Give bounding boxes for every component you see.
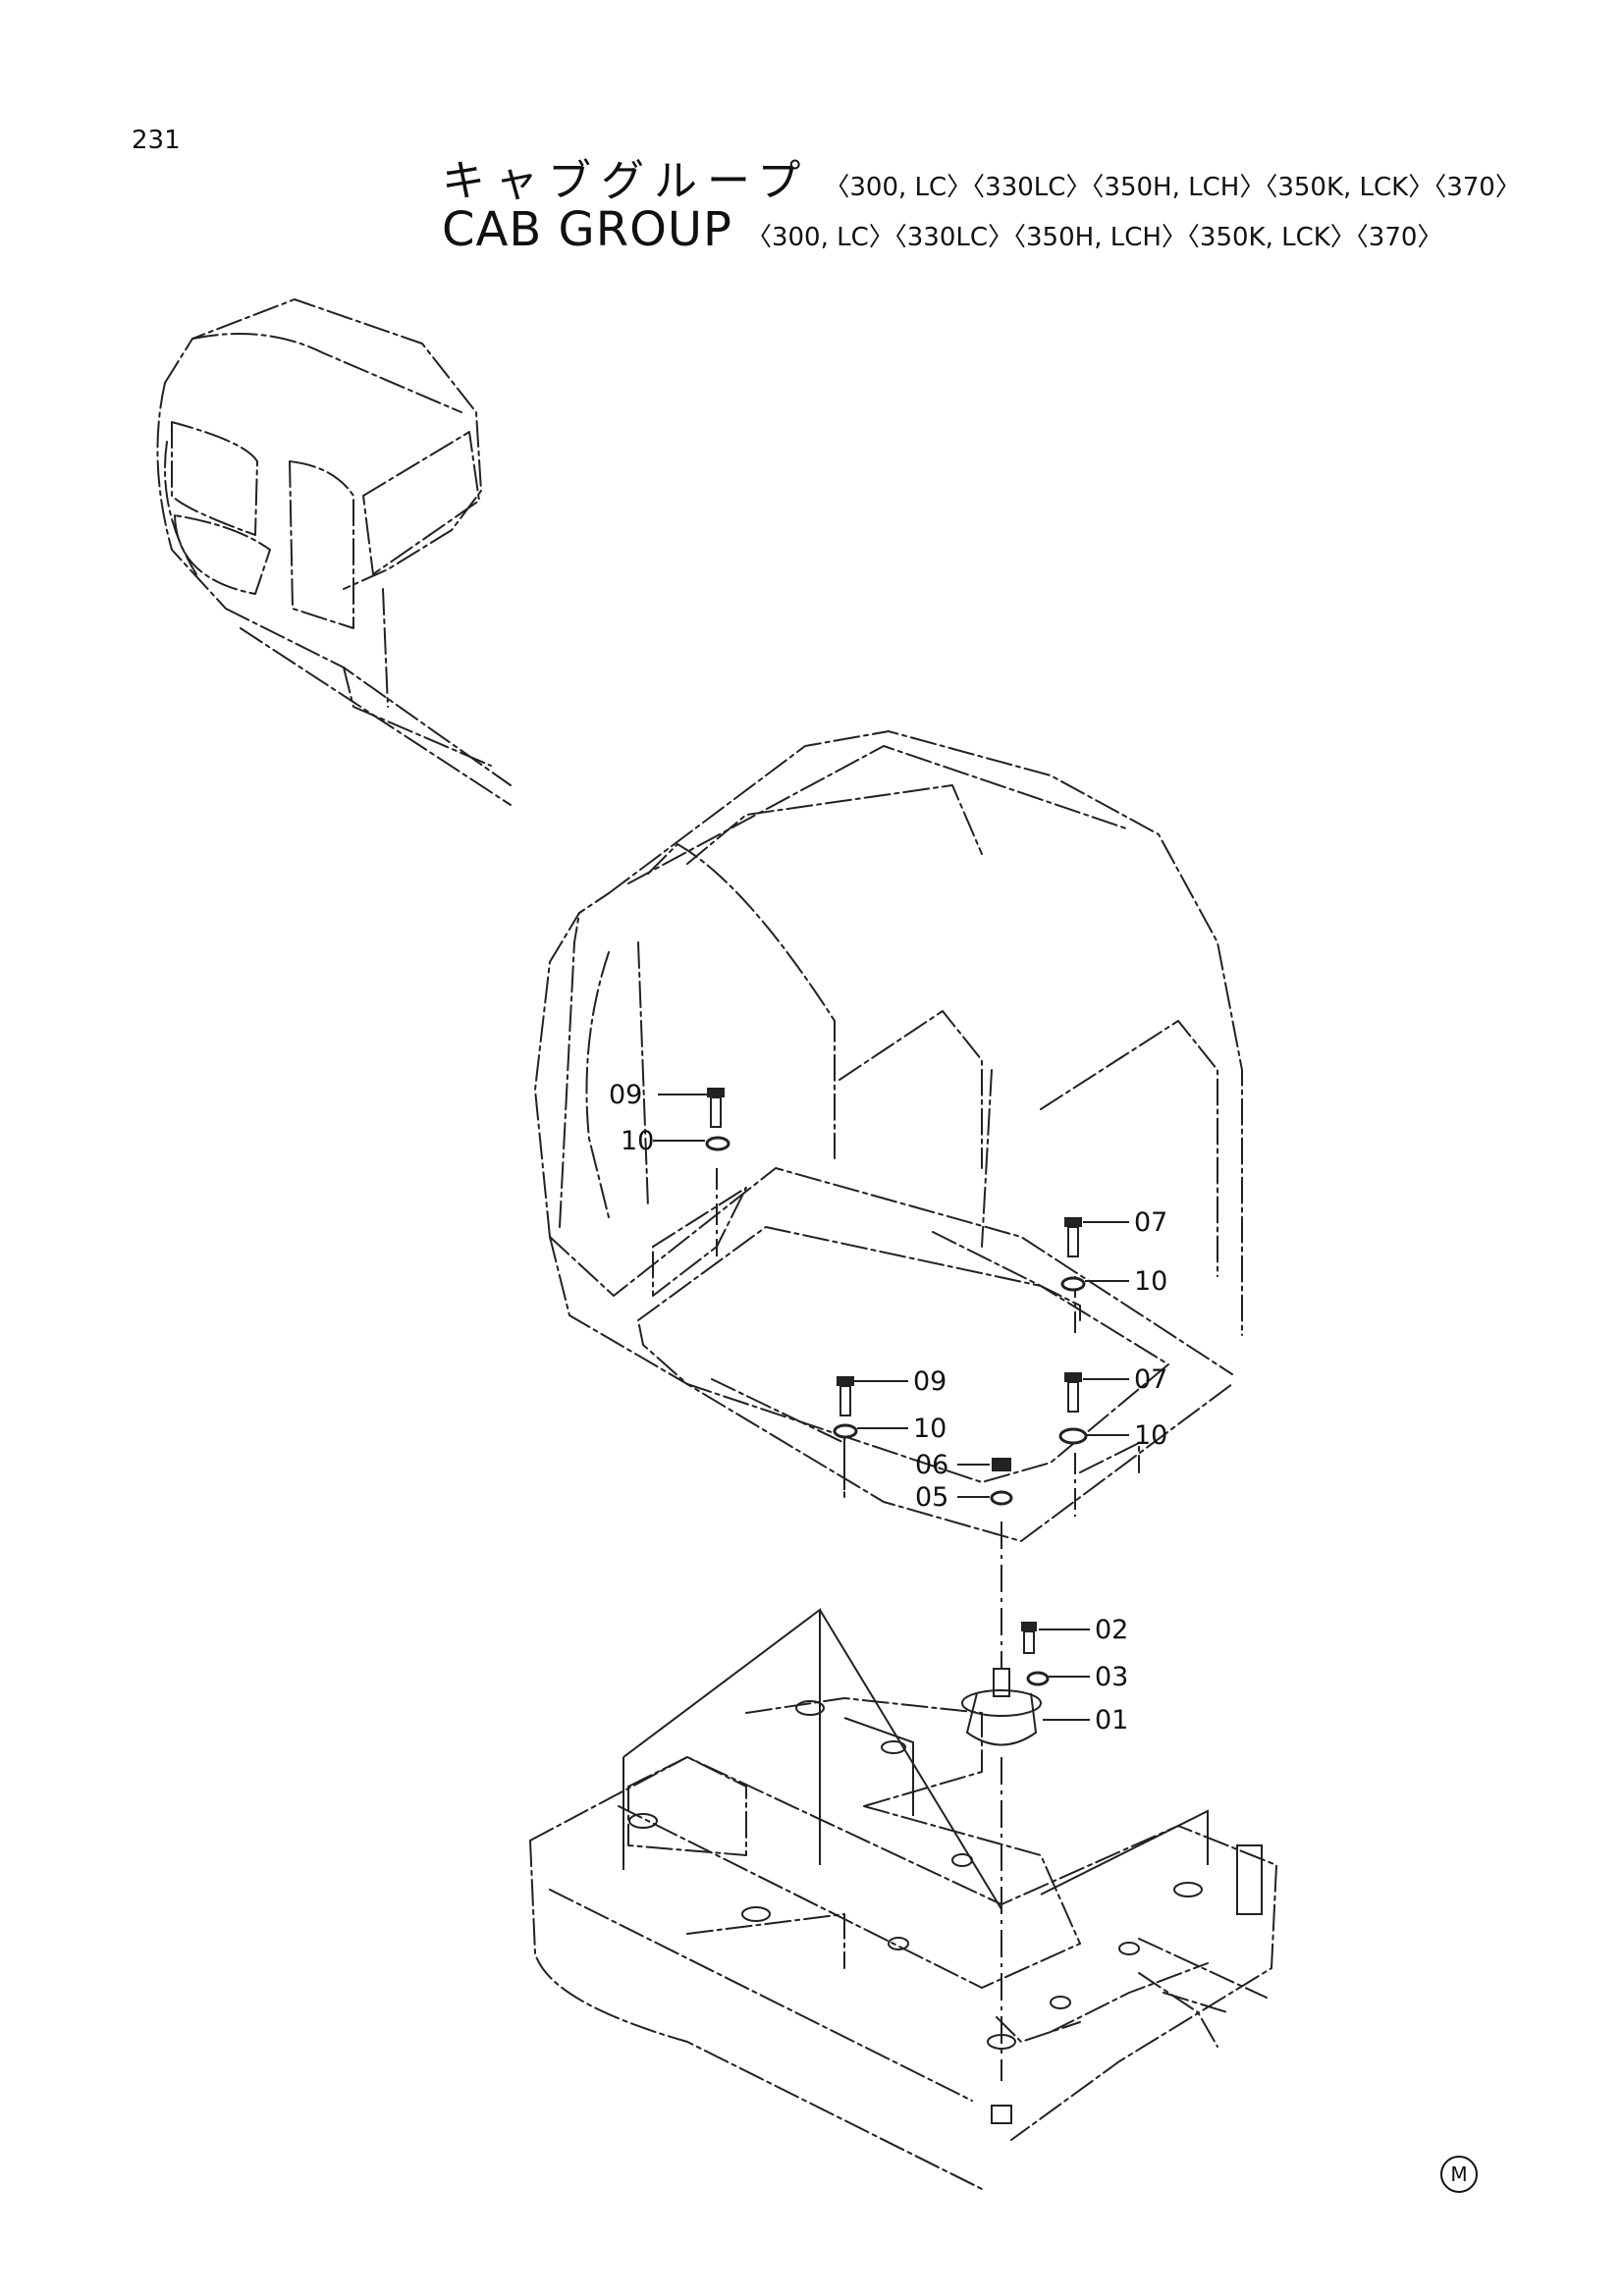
washer-10c [833,1423,858,1439]
rubber-mount-base [961,1689,1042,1717]
leader-lines [653,1094,1129,1721]
callout-10d: 10 [1134,1420,1167,1451]
callout-10a: 10 [621,1126,654,1156]
rubber-mount-body [965,1692,1038,1746]
nut-06 [992,1458,1011,1471]
washer-05 [990,1490,1013,1506]
base-frame-drawing [529,1697,1277,2190]
manufacturer-mark: M [1440,2156,1478,2193]
callout-02: 02 [1095,1615,1128,1645]
washer-03 [1026,1671,1050,1686]
callout-07b: 07 [1134,1364,1167,1395]
callout-09a: 09 [609,1080,642,1110]
callout-10b: 10 [1134,1266,1167,1297]
model-list-english: 〈300, LC〉〈330LC〉〈350H, LCH〉〈350K, LCK〉〈3… [745,223,1443,252]
base-lug [991,2105,1012,2124]
callout-05: 05 [915,1482,948,1513]
parts-lines [622,1168,1263,2124]
hardware-markers [705,1088,1088,1686]
callout-10c: 10 [913,1414,947,1444]
callout-09b: 09 [913,1366,947,1397]
title-english-row: CAB GROUP 〈300, LC〉〈330LC〉〈350H, LCH〉〈350… [442,202,1442,257]
model-list-japanese: 〈300, LC〉〈330LC〉〈350H, LCH〉〈350K, LCK〉〈3… [824,173,1521,202]
rubber-mount-stud [993,1668,1010,1697]
washer-10b [1060,1276,1086,1292]
bolt-head-09a [707,1088,725,1097]
main-cab-drawing [534,730,1243,1542]
title-english: CAB GROUP [442,202,732,257]
washer-10d [1058,1427,1088,1445]
washer-10a [705,1136,730,1151]
callout-numbers: 09 10 07 10 09 07 10 10 06 05 02 03 01 [609,1080,1167,1735]
callout-06: 06 [915,1450,948,1480]
title-japanese-row: キャブグループ〈300, LC〉〈330LC〉〈350H, LCH〉〈350K,… [442,145,1521,208]
page-number: 231 [132,126,181,155]
title-japanese: キャブグループ [442,156,811,206]
callout-03: 03 [1095,1662,1128,1692]
overview-cab-drawing [156,298,512,806]
callout-01: 01 [1095,1705,1128,1735]
base-bracket [1236,1844,1263,1915]
callout-07a: 07 [1134,1207,1167,1238]
